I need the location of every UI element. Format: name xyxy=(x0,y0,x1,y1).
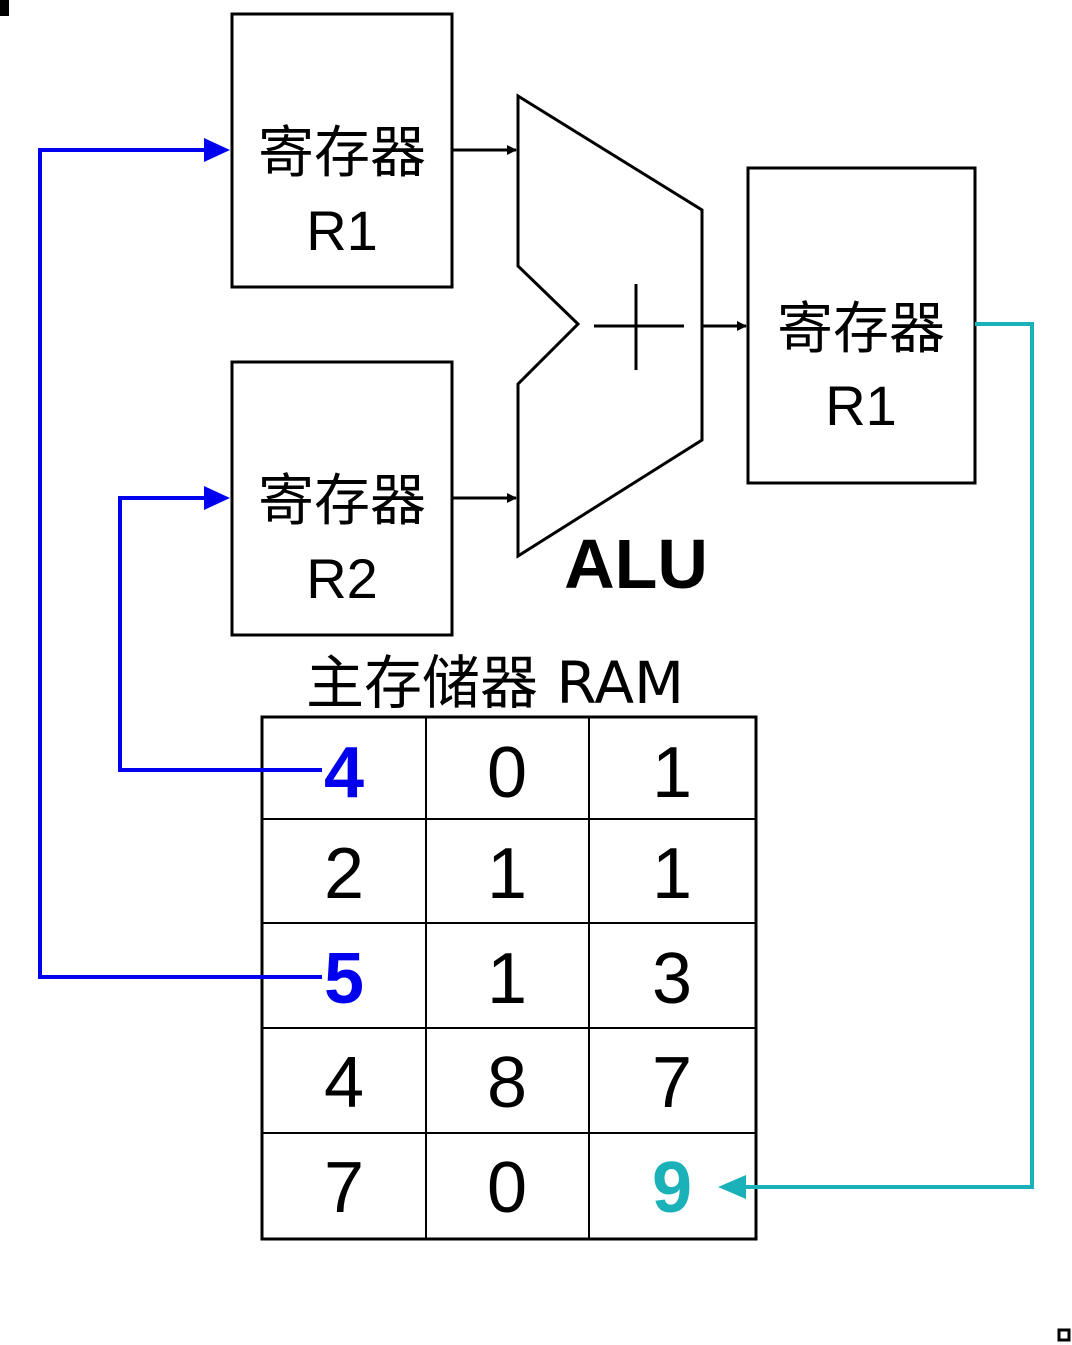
register-r1-output: 寄存器 R1 xyxy=(746,166,977,485)
alu-label: ALU xyxy=(564,525,708,603)
ram-cell: 1 xyxy=(487,834,527,914)
ram-cell: 1 xyxy=(652,733,692,813)
register-r1-input-name: R1 xyxy=(306,199,378,262)
ram-cell: 5 xyxy=(324,939,364,1019)
ram-cell: 0 xyxy=(487,733,527,813)
ram-cell: 8 xyxy=(487,1043,527,1123)
ram-cell: 1 xyxy=(652,834,692,914)
ram-cell: 4 xyxy=(324,1043,364,1123)
load-arrow-to-r1 xyxy=(38,138,322,979)
register-r1-input: 寄存器 R1 xyxy=(230,12,454,289)
ram-cell: 7 xyxy=(652,1043,692,1123)
alu: ALU xyxy=(516,93,708,603)
register-r2-input-label: 寄存器 xyxy=(258,469,426,534)
ram-table: 4 0 1 2 1 1 5 1 3 4 8 7 7 0 9 xyxy=(260,715,758,1241)
ram-cell: 3 xyxy=(652,939,692,1019)
ram-cell: 2 xyxy=(324,834,364,914)
ram-cell: 0 xyxy=(487,1148,527,1228)
ram-cell: 1 xyxy=(487,939,527,1019)
load-arrow-to-r2 xyxy=(118,486,322,772)
ram-cell: 9 xyxy=(652,1148,692,1228)
register-r1-output-label: 寄存器 xyxy=(777,297,945,362)
register-r1-input-label: 寄存器 xyxy=(258,121,426,186)
register-r1-output-name: R1 xyxy=(825,374,897,437)
corner-mark xyxy=(1057,1328,1071,1342)
ram-cell: 7 xyxy=(324,1148,364,1228)
ram-title: 主存储器 RAM xyxy=(306,649,684,717)
corner-mark xyxy=(0,0,9,16)
store-arrow-to-ram xyxy=(718,322,1034,1199)
ram-cell: 4 xyxy=(324,733,364,813)
register-r2-input-name: R2 xyxy=(306,547,378,610)
register-r2-input: 寄存器 R2 xyxy=(230,360,454,637)
